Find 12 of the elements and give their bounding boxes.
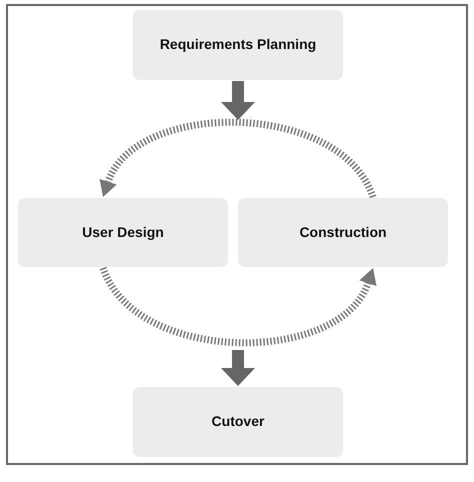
process-box [133,10,343,80]
node-label: Requirements Planning [160,36,316,54]
process-box [238,198,448,267]
process-box [133,387,343,457]
curved-arrow [100,266,376,346]
down-arrow [221,81,255,120]
curved-arrow [100,118,376,199]
down-arrow [221,350,255,386]
node-label: User Design [82,224,164,242]
node-label: Cutover [212,413,264,431]
process-box [18,198,228,267]
node-label: Construction [299,224,387,242]
